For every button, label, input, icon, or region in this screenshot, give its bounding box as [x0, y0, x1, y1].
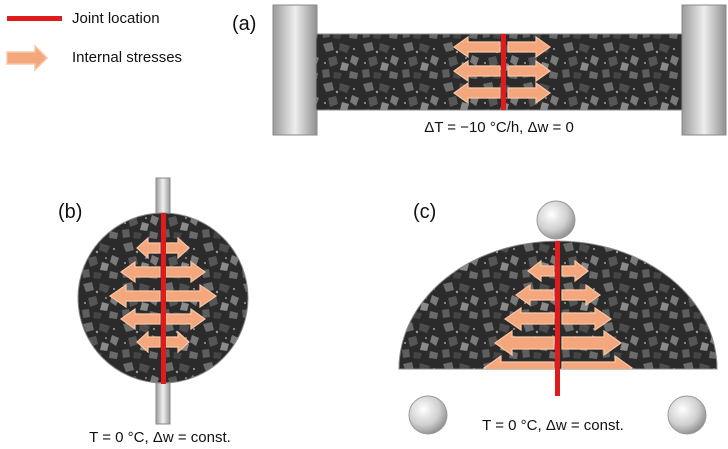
panel-b-caption: T = 0 °C, Δw = const. [89, 429, 231, 446]
stress-arrow [136, 330, 161, 354]
stress-arrow [482, 354, 555, 369]
panel-c-tag: (c) [413, 201, 436, 223]
stress-arrow [507, 35, 552, 59]
stress-arrow [136, 236, 161, 260]
stress-arrow [561, 354, 634, 369]
legend-joint-label: Joint location [72, 10, 160, 27]
panel-b-tag: (b) [58, 201, 82, 223]
right-fixture [681, 4, 727, 136]
panel-a-caption: ΔT = −10 °C/h, Δw = 0 [424, 119, 574, 136]
panel-c: (c) T = 0 °C, Δw = const. [398, 200, 718, 435]
stress-arrow [503, 306, 555, 332]
stress-arrow [108, 283, 161, 309]
top-loading-ball [536, 200, 576, 240]
joint-line [161, 213, 166, 384]
stress-arrow [514, 283, 555, 307]
panel-c-caption: T = 0 °C, Δw = const. [482, 417, 624, 434]
stress-arrow [507, 59, 552, 83]
panel-a-tag: (a) [232, 13, 256, 35]
left-support-ball [408, 395, 448, 435]
panel-a: (a) ΔT = −10 °C/h, Δw = 0 [232, 4, 727, 136]
joint-line [555, 241, 560, 396]
stress-arrow [452, 35, 501, 59]
right-support-ball [667, 395, 707, 435]
stress-arrow [119, 307, 161, 331]
stress-arrow [561, 329, 623, 357]
stress-arrow [561, 306, 613, 332]
stress-arrow [561, 283, 602, 307]
legend-stress-arrow [6, 44, 49, 72]
stress-arrow [527, 259, 555, 283]
stress-arrow [493, 329, 555, 357]
left-fixture [272, 4, 318, 136]
legend-stress-label: Internal stresses [72, 49, 182, 66]
legend-joint-swatch [7, 16, 62, 21]
panel-b: (b) T = 0 °C, Δw = const. [58, 177, 249, 446]
stress-arrow [561, 259, 589, 283]
stress-arrow [165, 307, 207, 331]
stress-arrow [165, 330, 190, 354]
stress-arrows [108, 236, 218, 354]
legend: Joint location Internal stresses [6, 10, 182, 72]
joint-line [501, 34, 506, 110]
stress-arrow [507, 81, 552, 105]
stress-arrows [452, 35, 552, 105]
stress-arrow [165, 260, 207, 284]
stress-arrow [452, 59, 501, 83]
stress-arrow [452, 81, 501, 105]
stress-arrow [119, 260, 161, 284]
stress-arrow [165, 283, 218, 309]
stress-arrows [482, 259, 634, 369]
stress-arrow [165, 236, 190, 260]
